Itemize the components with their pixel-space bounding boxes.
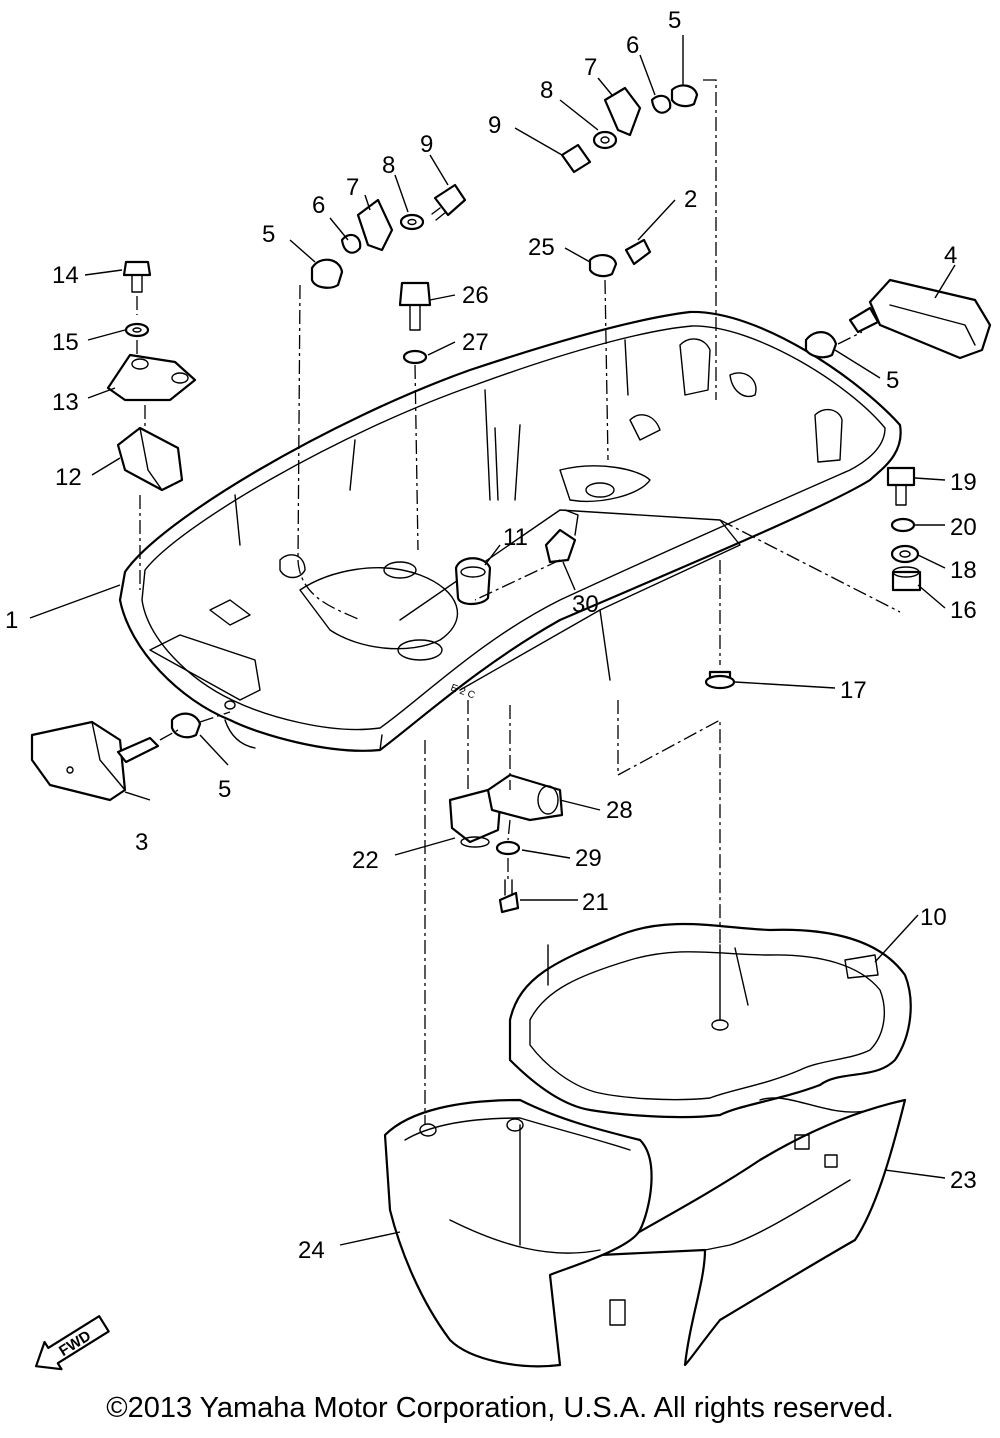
part-number: 4 [944, 242, 957, 269]
part-number: 25 [528, 234, 555, 261]
svg-text:E 2 C: E 2 C [449, 682, 476, 701]
handle-3 [30, 720, 160, 802]
cushion-12 [116, 426, 184, 492]
lower-cover-23 [598, 1097, 907, 1367]
part-number: 7 [584, 54, 597, 81]
cover-frame-10 [508, 922, 912, 1119]
handle-4 [848, 278, 992, 360]
part-number: 30 [572, 591, 599, 618]
part-number: 27 [462, 329, 489, 356]
part-number: 22 [352, 847, 379, 874]
hardware [122, 84, 922, 914]
part-number: 7 [346, 174, 359, 201]
part-number: 18 [950, 557, 977, 584]
part-number: 21 [582, 889, 609, 916]
part-number: 26 [462, 282, 489, 309]
part-number: 5 [668, 7, 681, 34]
part-number: 5 [218, 776, 231, 803]
part-number: 2 [684, 186, 697, 213]
part-number: 16 [950, 597, 977, 624]
part-number: 6 [626, 32, 639, 59]
part-number: 17 [840, 677, 867, 704]
part-number: 10 [920, 904, 947, 931]
leader-lines [29, 35, 956, 1246]
part-number: 6 [312, 192, 325, 219]
centerlines [136, 79, 901, 1125]
part-number: 9 [420, 131, 433, 158]
part-number: 5 [262, 221, 275, 248]
part-number: 3 [135, 829, 148, 856]
part-number: 13 [52, 389, 79, 416]
part-number: 5 [886, 367, 899, 394]
part-number: 8 [540, 77, 553, 104]
part-number: 23 [950, 1167, 977, 1194]
part-number: 28 [606, 797, 633, 824]
part-number: 15 [52, 329, 79, 356]
part-number: 11 [503, 524, 528, 551]
part-number: 19 [950, 469, 977, 496]
copyright-notice: ©2013 Yamaha Motor Corporation, U.S.A. A… [106, 1392, 894, 1424]
part-number: 8 [382, 152, 395, 179]
part-number: 1 [5, 607, 18, 634]
part-number: 12 [55, 464, 82, 491]
lower-cover-24 [383, 1098, 653, 1368]
part-number: 14 [52, 262, 79, 289]
part-number-labels: 1 2 3 4 5 5 5 5 6 6 7 7 8 8 9 9 10 11 12… [5, 7, 977, 1264]
part-number: 29 [575, 845, 602, 872]
part-number: 20 [950, 514, 977, 541]
part-number: 24 [298, 1237, 325, 1264]
fwd-arrow-icon: FWD [34, 1315, 110, 1371]
bracket-13 [106, 353, 197, 402]
part-number: 9 [488, 112, 501, 139]
